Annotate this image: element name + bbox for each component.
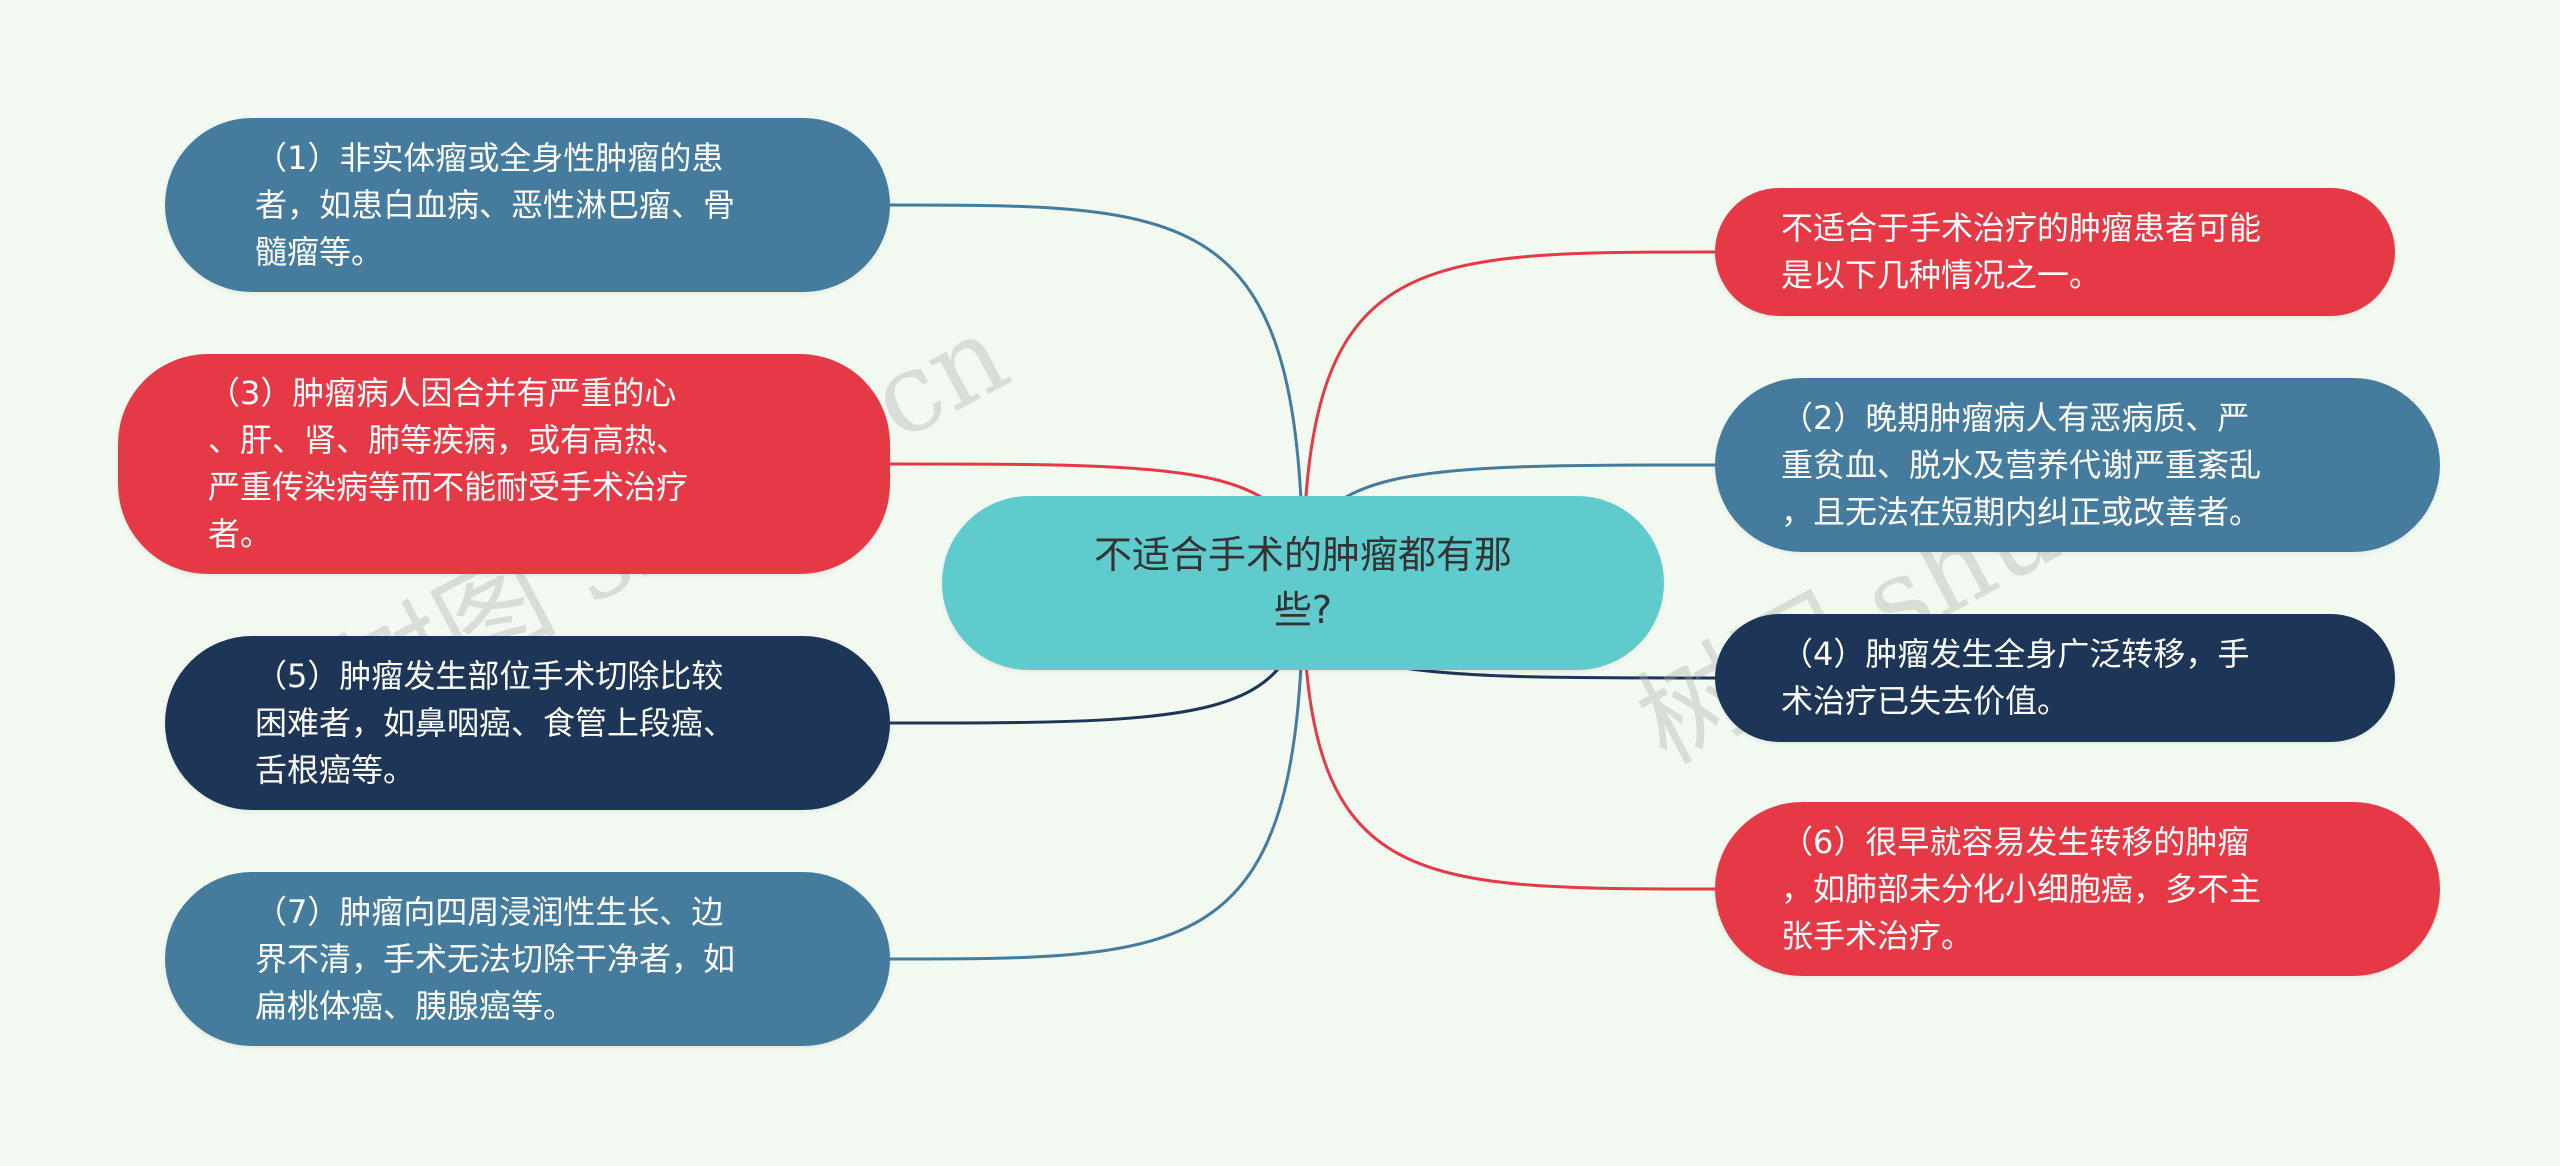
connector-n7 [889,582,1305,961]
topic-node-1[interactable]: （1）非实体瘤或全身性肿瘤的患 者，如患白血病、恶性淋巴瘤、骨 髓瘤等。 [165,118,890,292]
topic-node-3[interactable]: （3）肿瘤病人因合并有严重的心 、肝、肾、肺等疾病，或有高热、 严重传染病等而不… [118,354,890,574]
topic-node-7-text: （7）肿瘤向四周浸润性生长、边 界不清，手术无法切除干净者，如 扁桃体癌、胰腺癌… [255,892,736,1025]
topic-node-5-text: （5）肿瘤发生部位手术切除比较 困难者，如鼻咽癌、食管上段癌、 舌根癌等。 [255,656,736,789]
connector-n1 [889,203,1305,584]
connector-n6 [1301,582,1716,891]
topic-node-2-text: （2）晚期肿瘤病人有恶病质、严 重贫血、脱水及营养代谢严重紊乱 ，且无法在短期内… [1781,398,2262,531]
topic-node-6[interactable]: （6）很早就容易发生转移的肿瘤 ，如肺部未分化小细胞癌，多不主 张手术治疗。 [1715,802,2440,976]
topic-node-3-text: （3）肿瘤病人因合并有严重的心 、肝、肾、肺等疾病，或有高热、 严重传染病等而不… [208,374,689,553]
topic-node-2[interactable]: （2）晚期肿瘤病人有恶病质、严 重贫血、脱水及营养代谢严重紊乱 ，且无法在短期内… [1715,378,2440,552]
topic-node-intro[interactable]: 不适合于手术治疗的肿瘤患者可能 是以下几种情况之一。 [1715,188,2395,316]
root-topic-node[interactable]: 不适合手术的肿瘤都有那 些? [942,496,1664,670]
topic-node-4-text: （4）肿瘤发生全身广泛转移，手 术治疗已失去价值。 [1781,635,2250,720]
topic-node-intro-text: 不适合于手术治疗的肿瘤患者可能 是以下几种情况之一。 [1781,209,2262,294]
root-topic-text: 不适合手术的肿瘤都有那 些? [1093,533,1512,632]
connector-n0 [1301,250,1716,584]
topic-node-4[interactable]: （4）肿瘤发生全身广泛转移，手 术治疗已失去价值。 [1715,614,2395,742]
topic-node-6-text: （6）很早就容易发生转移的肿瘤 ，如肺部未分化小细胞癌，多不主 张手术治疗。 [1781,822,2262,955]
topic-node-1-text: （1）非实体瘤或全身性肿瘤的患 者，如患白血病、恶性淋巴瘤、骨 髓瘤等。 [255,138,736,271]
topic-node-7[interactable]: （7）肿瘤向四周浸润性生长、边 界不清，手术无法切除干净者，如 扁桃体癌、胰腺癌… [165,872,890,1046]
topic-node-5[interactable]: （5）肿瘤发生部位手术切除比较 困难者，如鼻咽癌、食管上段癌、 舌根癌等。 [165,636,890,810]
